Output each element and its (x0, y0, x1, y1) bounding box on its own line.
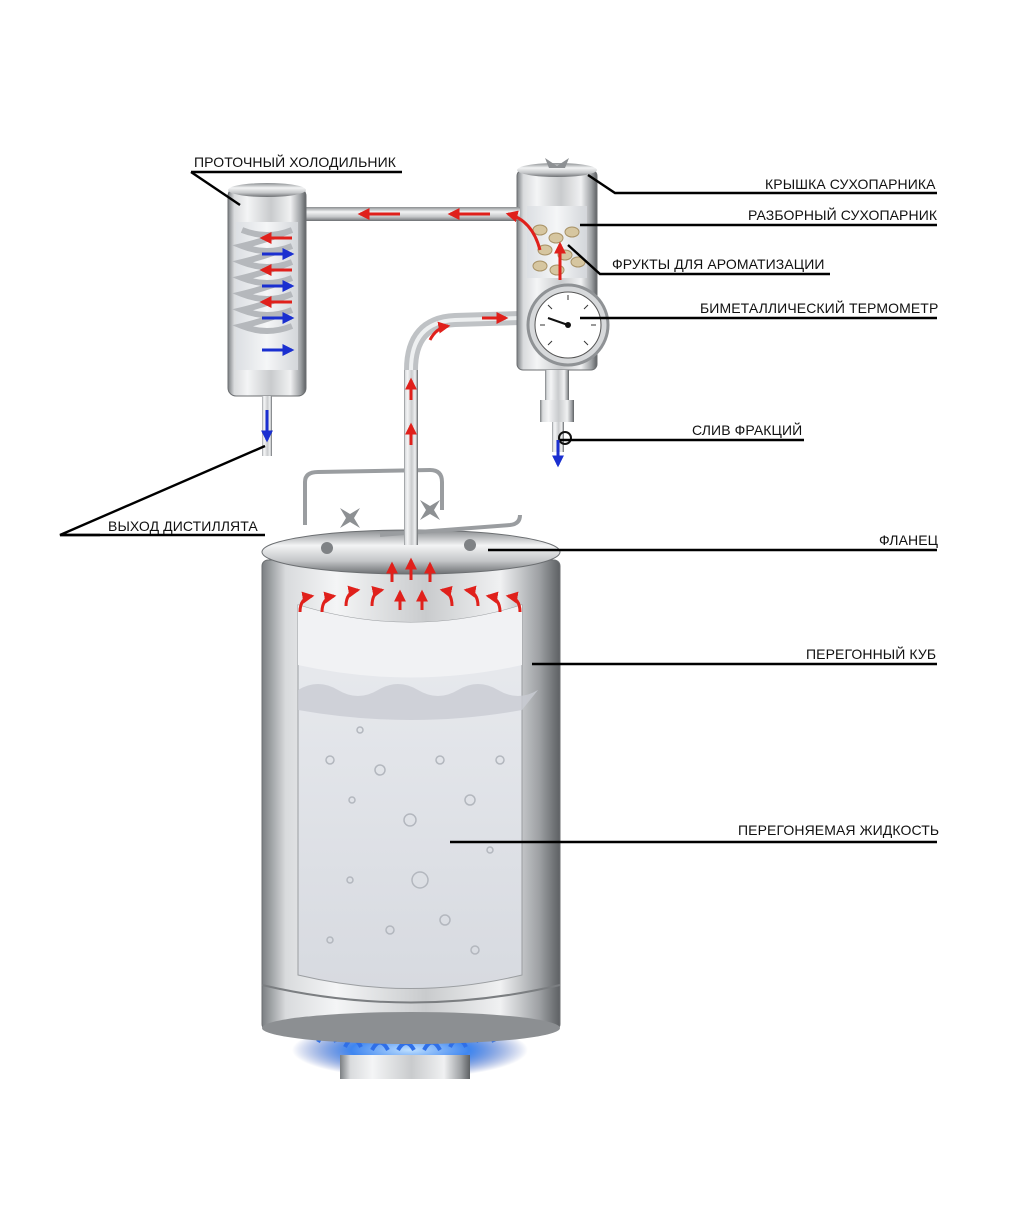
label-thermometer: БИМЕТАЛЛИЧЕСКИЙ ТЕРМОМЕТР (700, 300, 938, 316)
thermometer-gauge (528, 285, 608, 365)
label-fruits: ФРУКТЫ ДЛЯ АРОМАТИЗАЦИИ (612, 256, 825, 272)
label-liquid: ПЕРЕГОНЯЕМАЯ ЖИДКОСТЬ (738, 822, 939, 838)
steam-pipe (404, 318, 520, 545)
label-dry-steamer: РАЗБОРНЫЙ СУХОПАРНИК (748, 207, 937, 223)
label-lid: КРЫШКА СУХОПАРНИКА (765, 176, 936, 192)
label-flange: ФЛАНЕЦ (879, 532, 938, 548)
label-still: ПЕРЕГОННЫЙ КУБ (806, 646, 936, 662)
still-vessel (262, 530, 560, 1044)
label-distillate-outlet: ВЫХОД ДИСТИЛЛЯТА (108, 518, 258, 534)
label-condenser: ПРОТОЧНЫЙ ХОЛОДИЛЬНИК (194, 154, 396, 170)
label-fraction-drain: СЛИВ ФРАКЦИЙ (692, 422, 802, 438)
